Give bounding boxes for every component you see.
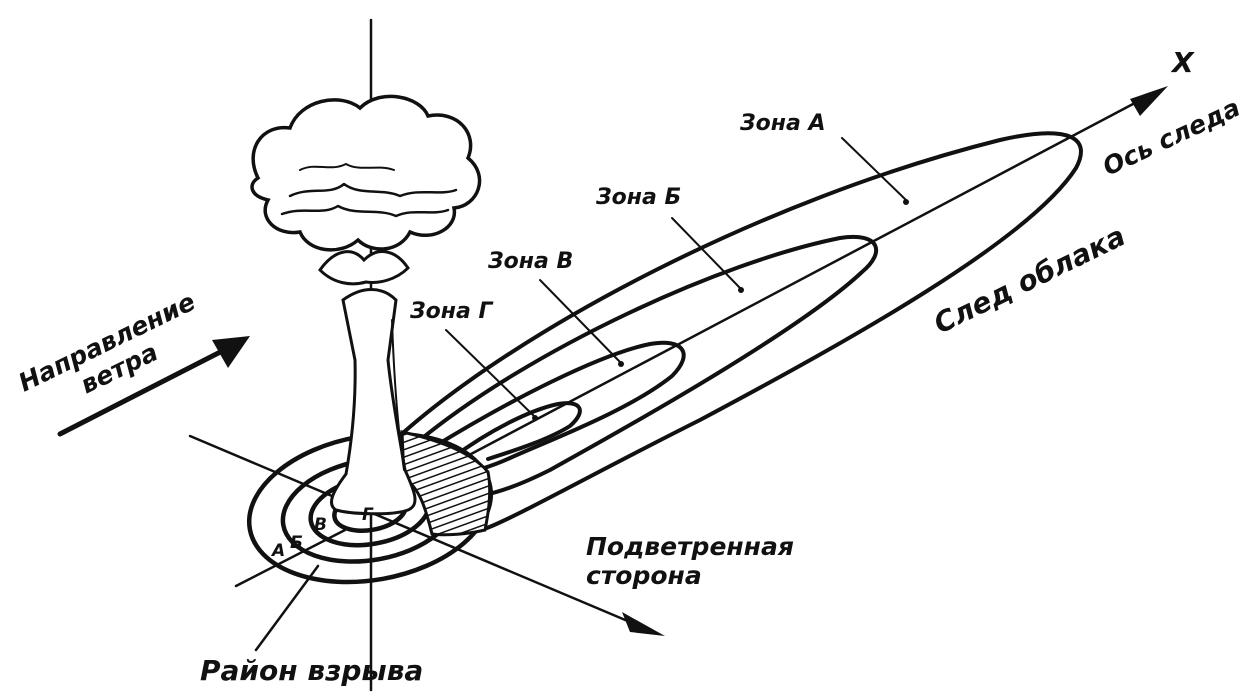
mushroom-stem xyxy=(330,288,417,516)
hatched-footprint xyxy=(400,430,492,537)
explosion-area-label: Район взрыва xyxy=(200,654,423,687)
stem-shading xyxy=(391,319,405,471)
leeward-label-1: Подветренная xyxy=(586,532,794,561)
zone-v-label: Зона В xyxy=(487,249,573,274)
trace-axis-label: Ось следа xyxy=(1098,93,1244,182)
leader-zone-a-dot xyxy=(903,199,909,205)
cap-underside xyxy=(318,250,410,286)
ring-g-label: Г xyxy=(362,505,374,525)
ring-a-label: А xyxy=(270,541,285,561)
zone-v-outline xyxy=(430,340,686,472)
mushroom-cap xyxy=(250,94,482,252)
wind-direction-arrow-line xyxy=(57,343,235,437)
leeward-label-2: сторона xyxy=(586,561,702,590)
wind-direction-arrowhead xyxy=(212,336,250,368)
leader-zone-g-dot xyxy=(532,415,538,421)
zone-b-outline xyxy=(418,234,879,497)
leader-zone-g xyxy=(445,329,535,417)
cloud-trace-label: След облака xyxy=(929,219,1131,340)
zone-a-outline xyxy=(402,131,1083,530)
zone-a-label: Зона А xyxy=(739,111,825,136)
zone-g-label: Зона Г xyxy=(409,299,493,324)
axis-x-label: X xyxy=(1170,46,1195,79)
cap-shading-3 xyxy=(299,163,395,171)
zone-g-outline xyxy=(450,401,582,461)
zone-b-label: Зона Б xyxy=(595,185,681,210)
leader-zone-v xyxy=(539,279,621,363)
cap-shading-2 xyxy=(280,204,450,218)
trace-axis-arrowhead xyxy=(1130,86,1168,116)
trace-axis-line xyxy=(382,93,1152,502)
leader-zone-a xyxy=(841,137,907,201)
cap-shading-1 xyxy=(288,182,458,198)
leader-zone-v-dot xyxy=(618,361,624,367)
leader-zone-b-dot xyxy=(738,287,744,293)
ring-v-label: В xyxy=(314,515,327,535)
ring-b-label: Б xyxy=(290,533,303,553)
leeward-arrowhead xyxy=(622,612,665,636)
leader-explosion-area xyxy=(254,564,320,652)
leader-zone-b xyxy=(671,217,741,289)
